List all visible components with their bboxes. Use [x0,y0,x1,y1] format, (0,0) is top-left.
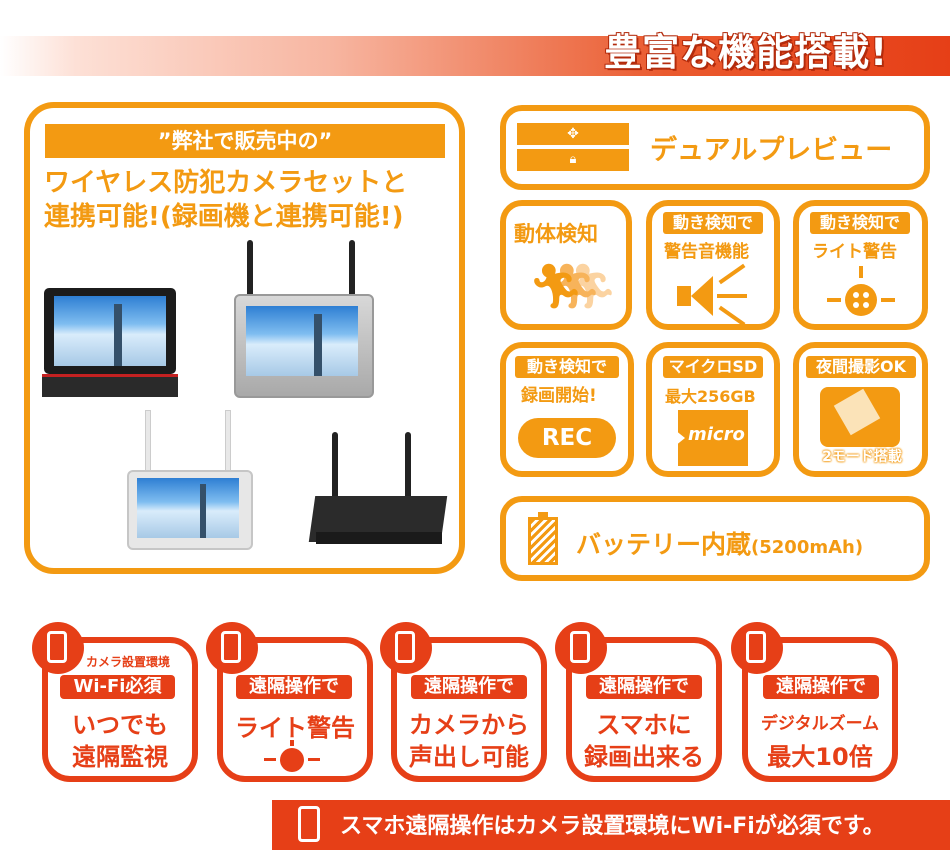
remote-card-5-line1: デジタルズーム [760,714,880,734]
smartphone-icon [746,631,766,663]
remote-card-3-tag: 遠隔操作で [411,675,527,699]
remote-card-4 [566,637,722,782]
motion-detect-card [500,200,632,330]
microsd-icon: micro [678,410,748,466]
siren-light-icon [262,740,322,776]
battery-icon [528,512,558,566]
smartphone-icon [570,631,590,663]
remote-card-4-line2: 録画出来る [584,743,704,771]
remote-card-5-line2: 最大10倍 [767,743,873,771]
remote-card-5-tag: 遠隔操作で [763,675,879,699]
battery-card [500,496,930,581]
remote-card-4-tag: 遠隔操作で [586,675,702,699]
remote-card-1-line1: いつでも [72,711,168,739]
dual-preview-card [500,105,930,190]
battery-label: バッテリー内蔵(5200mAh) [576,525,863,561]
remote-card-1-line2: 遠隔監視 [72,743,168,771]
light-warning-label: ライト警告 [812,242,897,262]
dual-preview-icon: ✥ 🔒︎ [517,123,629,171]
move-icon: ✥ [517,123,629,145]
microsd-tag: マイクロSD [663,356,763,378]
alarm-label: 警告音機能 [664,242,749,262]
siren-light-icon [825,266,897,320]
dual-preview-label: デュアルプレビュー [650,135,893,166]
smartphone-icon [47,631,67,663]
remote-card-3-line2: 声出し可能 [409,743,529,771]
night-mode-icon [820,387,900,447]
remote-card-1-small: カメラ設置環境 [86,655,171,669]
lock-icon: 🔒︎ [517,149,629,171]
record-tag: 動き検知で [515,356,619,378]
page-title: 豊富な機能搭載! [604,31,888,74]
phone-circle-4 [555,622,607,674]
phone-circle-3 [380,622,432,674]
motion-detect-label: 動体検知 [514,222,598,246]
footer-text: スマホ遠隔操作はカメラ設置環境にWi-Fiが必須です。 [340,814,885,839]
night-mode-tag: 夜間撮影OK [806,356,916,378]
remote-card-1-tag: Wi-Fi必須 [60,675,175,699]
product-monitor-recorder [42,288,184,398]
rec-button: REC [518,418,616,458]
microsd-logo: micro [688,424,745,445]
smartphone-icon [221,631,241,663]
smartphone-icon [395,631,415,663]
battery-text: バッテリー内蔵 [576,530,752,559]
phone-circle-5 [731,622,783,674]
compatibility-line-1: ワイヤレス防犯カメラセットと [44,168,408,198]
footer-banner [272,800,950,850]
battery-capacity: (5200mAh) [751,537,864,558]
alarm-tag: 動き検知で [663,212,763,234]
microsd-capacity: 最大256GB [665,387,756,406]
speaker-icon [673,263,753,327]
product-wireless-monitor [232,240,374,400]
product-white-monitor [125,410,255,550]
remote-card-4-line1: スマホに [596,711,692,739]
compatibility-text: ワイヤレス防犯カメラセットと 連携可能!(録画機と連携可能!) [44,166,454,234]
night-mode-label: 2モード搭載 [822,449,902,465]
remote-card-3-line1: カメラから [409,711,529,739]
compatibility-line-2: 連携可能!(録画機と連携可能!) [44,202,404,232]
phone-circle-1 [32,622,84,674]
record-label: 録画開始! [521,386,597,406]
compatibility-tag: ”弊社で販売中の” [45,124,445,158]
running-person-icon: 🏃︎ 🏃︎ 🏃︎ [528,261,618,312]
phone-circle-2 [206,622,258,674]
header-band [0,36,950,76]
product-nvr [308,432,450,552]
light-warning-tag: 動き検知で [810,212,910,234]
remote-card-2-line1: ライト警告 [235,714,355,742]
remote-card-2-tag: 遠隔操作で [236,675,352,699]
footer-phone-icon [298,806,320,842]
